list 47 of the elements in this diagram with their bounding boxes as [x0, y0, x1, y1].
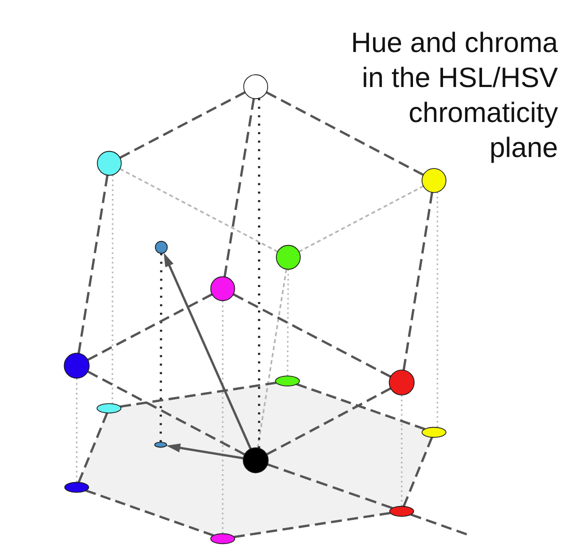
cube-vertex-dot [422, 168, 446, 193]
dashed-line [402, 436, 434, 507]
dashed-line [232, 293, 392, 378]
dashed-line [234, 512, 391, 538]
projected-point-dot [275, 376, 300, 386]
projected-point-dot [210, 533, 236, 544]
dashed-line [78, 412, 108, 483]
dashed-line [410, 513, 468, 536]
projected-point-dot [96, 403, 122, 414]
dashed-line [256, 269, 288, 448]
dashed-line [78, 174, 109, 354]
dotted-line [160, 253, 162, 442]
cube-vertex-dot [242, 447, 269, 474]
cube-vertex-dot [96, 150, 122, 176]
dashed-line [87, 370, 246, 456]
dashed-line [402, 192, 434, 370]
vector-tip-dot [154, 240, 168, 254]
projected-point-dot [64, 482, 90, 493]
projected-point-dot [154, 442, 168, 448]
cube-vertex-dot [64, 352, 90, 379]
dashed-line [296, 383, 426, 430]
dashed-line [87, 293, 213, 361]
projected-point-dot [422, 426, 446, 438]
dotted-line [286, 269, 289, 376]
arrow [164, 252, 252, 450]
projected-point-dot [389, 506, 414, 517]
dashed-line [266, 387, 392, 456]
dashed-line [298, 185, 424, 252]
dashed-line [119, 91, 246, 159]
dotted-line [112, 174, 114, 404]
dotted-line [436, 192, 438, 428]
title: Hue and chroma in the HSL/HSV chromaticity plane [350, 26, 558, 165]
cube-vertex-dot [276, 244, 301, 270]
cube-vertex-dot [243, 74, 268, 100]
dashed-line [266, 91, 424, 176]
cube-vertex-dot [210, 276, 236, 302]
dashed-line [85, 489, 214, 537]
dotted-line [222, 300, 224, 534]
dashed-line [267, 463, 393, 510]
dotted-line [76, 378, 78, 482]
dotted-line [400, 395, 402, 506]
dashed-line [120, 168, 278, 252]
arrow [166, 443, 244, 460]
dashed-line [120, 382, 276, 408]
dashed-line [224, 98, 255, 278]
dotted-line [258, 98, 260, 448]
cube-vertex-dot [388, 370, 415, 396]
